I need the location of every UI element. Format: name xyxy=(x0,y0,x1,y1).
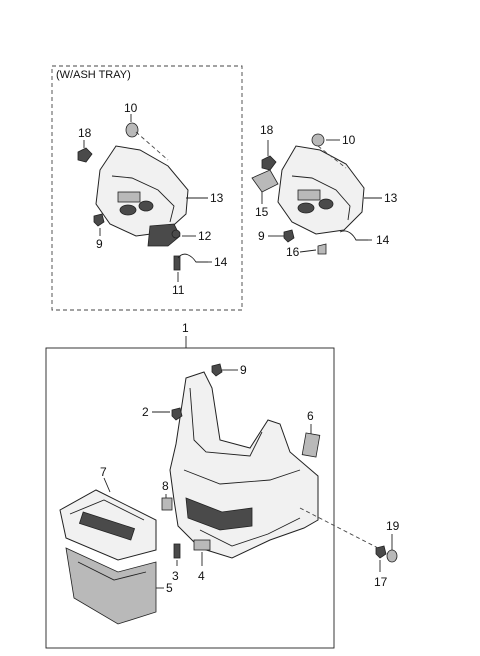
tray-5-part xyxy=(65,547,157,625)
console-bezel-part-2 xyxy=(277,145,365,235)
ash-tray-variant-inset: (W/ASH TRAY) 10 18 13 12 9 14 xyxy=(51,65,243,311)
callout-2: 2 xyxy=(142,405,149,419)
callout-13: 13 xyxy=(210,191,224,205)
callout-7: 7 xyxy=(100,465,107,479)
callout-17: 17 xyxy=(374,575,388,589)
console-bezel-part xyxy=(95,145,189,237)
callout-8: 8 xyxy=(162,479,169,493)
bulb-socket-icon xyxy=(125,122,139,138)
inset-dashed-border xyxy=(51,65,243,311)
callout-10: 10 xyxy=(124,101,138,115)
nut-9-icon-2 xyxy=(283,229,295,243)
callout-9: 9 xyxy=(96,237,103,251)
callout-1: 1 xyxy=(182,321,189,335)
nut-9-icon-3 xyxy=(211,363,223,377)
clip-19-icon xyxy=(386,549,398,563)
clip-18-icon-2 xyxy=(261,155,277,171)
harness-14-icon-2 xyxy=(339,230,368,241)
center-console-body-part xyxy=(169,371,319,559)
cup-holder-left-icon xyxy=(119,204,137,216)
variant-label: (W/ASH TRAY) xyxy=(56,69,131,81)
callout-13-b: 13 xyxy=(384,191,398,205)
ash-tray-part xyxy=(147,223,181,247)
screw-17-icon xyxy=(375,545,387,559)
callout-15: 15 xyxy=(255,205,269,219)
callout-16: 16 xyxy=(286,245,300,259)
callout-4: 4 xyxy=(198,569,205,583)
harness-14-icon xyxy=(177,253,208,263)
bracket-4-icon xyxy=(193,539,211,551)
screw-11-icon xyxy=(173,255,181,271)
callout-6: 6 xyxy=(307,409,314,423)
clip-16-icon xyxy=(317,243,327,255)
screw-3-icon xyxy=(173,543,181,559)
callout-12: 12 xyxy=(198,229,212,243)
part-8-icon xyxy=(161,497,173,511)
console-assembly-box: 1 xyxy=(45,321,400,649)
ash-tray-lighter-icon xyxy=(171,229,181,239)
callout-10-b: 10 xyxy=(342,133,356,147)
cup-holder-right-icon-2 xyxy=(318,198,334,210)
callout-14: 14 xyxy=(214,255,228,269)
callout-9-b: 9 xyxy=(258,229,265,243)
callout-19: 19 xyxy=(386,519,400,533)
assembly-border xyxy=(45,347,335,649)
callout-14-b: 14 xyxy=(376,233,390,247)
callout-9-c: 9 xyxy=(240,363,247,377)
bulb-socket-icon-2 xyxy=(311,133,325,147)
clip-2-icon xyxy=(171,407,183,421)
standard-variant: 18 10 13 15 9 14 16 xyxy=(251,123,398,259)
cup-holder-left-icon-2 xyxy=(297,202,315,214)
callout-5: 5 xyxy=(166,581,173,595)
plate-6-part xyxy=(301,432,321,458)
console-opening xyxy=(185,497,253,531)
nut-9-icon xyxy=(93,213,105,227)
cup-holder-right-icon xyxy=(138,200,154,212)
callout-18-b: 18 xyxy=(260,123,274,137)
pad-15-part xyxy=(251,169,279,193)
callout-3: 3 xyxy=(172,569,179,583)
callout-11: 11 xyxy=(172,283,185,297)
callout-18: 18 xyxy=(78,126,92,140)
clip-18-icon xyxy=(77,147,93,163)
